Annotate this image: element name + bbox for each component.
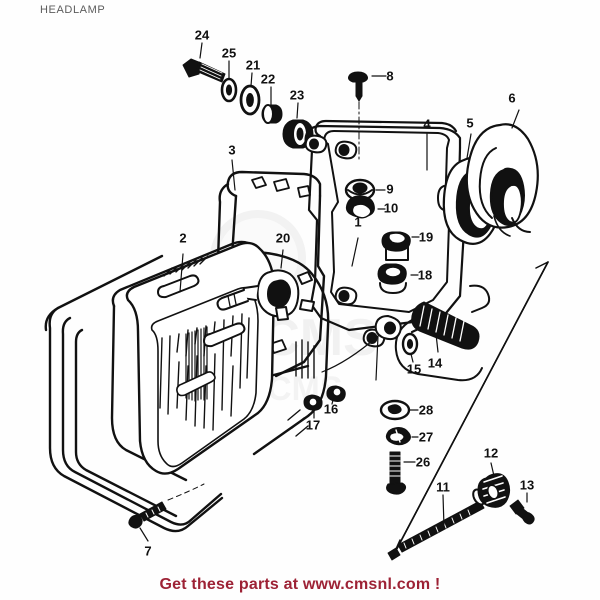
part-25-spring-washer [220, 77, 238, 103]
callout-22: 22 [260, 71, 276, 87]
part-10-nut [345, 195, 375, 219]
callout-15: 15 [406, 361, 422, 377]
part-18-rubber-bush [377, 263, 407, 294]
part-12-adjuster-knob [477, 473, 511, 508]
callout-19: 19 [418, 229, 434, 245]
callout-9: 9 [386, 181, 394, 197]
callout-10: 10 [383, 200, 399, 216]
part-24-bolt [182, 58, 226, 83]
callout-28: 28 [418, 402, 434, 418]
callout-17: 17 [305, 417, 321, 433]
callout-3: 3 [228, 142, 236, 158]
callout-25: 25 [221, 45, 237, 61]
callout-5: 5 [466, 115, 474, 131]
callout-14: 14 [427, 355, 443, 371]
callout-11: 11 [436, 479, 450, 495]
part-22-collar [261, 104, 283, 124]
callout-21: 21 [245, 57, 261, 73]
callout-2: 2 [179, 230, 187, 246]
part-16-grommet [326, 385, 346, 402]
callout-8: 8 [386, 68, 394, 84]
callout-18: 18 [417, 267, 433, 283]
part-1-mount-tabs [157, 274, 246, 397]
part-8-adjust-screw [348, 71, 368, 102]
part-21-washer [239, 84, 261, 116]
part-28-washer [379, 399, 411, 421]
mount-bracket [374, 315, 402, 341]
callout-4: 4 [423, 116, 431, 132]
callout-26: 26 [415, 454, 431, 470]
part-6-cover-boot [465, 123, 539, 237]
part-13-small-screw [509, 499, 535, 525]
part-14-spring [411, 301, 480, 350]
callout-6: 6 [508, 90, 516, 106]
part-1-side-rib [287, 339, 315, 437]
housing-mount-ears [304, 134, 386, 348]
callout-12: 12 [483, 445, 499, 461]
part-2-rim [44, 254, 224, 533]
part-26-screw [386, 451, 407, 495]
callout-24: 24 [194, 27, 210, 43]
callout-7: 7 [144, 543, 152, 559]
callout-1: 1 [354, 214, 362, 230]
callout-23: 23 [289, 87, 305, 103]
part-1-top-rib [163, 255, 209, 277]
part-11-long-bolt [387, 488, 486, 561]
callout-13: 13 [519, 477, 535, 493]
part-7-screw [128, 501, 167, 529]
part-15-washer [401, 332, 419, 356]
part-20-bulb [216, 269, 315, 321]
part-19-rubber-cap [381, 231, 411, 261]
footer-promo-text: Get these parts at www.cmsnl.com ! [159, 576, 441, 593]
page-title: HEADLAMP [40, 4, 106, 16]
part-27-spring-washer [385, 427, 411, 446]
callout-27: 27 [418, 429, 434, 445]
part-17-grommet [303, 394, 323, 411]
callout-16: 16 [323, 401, 339, 417]
callout-20: 20 [275, 230, 291, 246]
